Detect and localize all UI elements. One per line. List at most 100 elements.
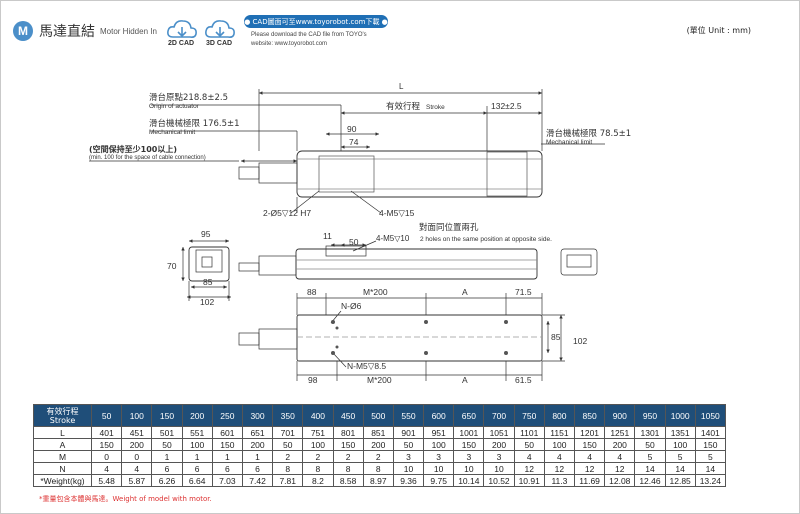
table-cell: 551 — [181, 426, 213, 439]
table-cell: 1351 — [664, 426, 696, 439]
cloud-3d-icon[interactable] — [203, 15, 237, 49]
table-cell: 1 — [241, 450, 274, 463]
table-cell: 5 — [634, 450, 666, 463]
table-cell: 12.85 — [664, 474, 696, 487]
section-title-cn: 馬達直結 — [39, 24, 95, 40]
table-cell: 4 — [604, 450, 636, 463]
table-cell: 801 — [332, 426, 364, 439]
section-badge: M — [13, 21, 33, 41]
cable-space-cn: (空間保持至少100以上) — [89, 144, 177, 154]
table-cell: 1201 — [573, 426, 606, 439]
stroke-cell: 850 — [573, 404, 606, 427]
origin-label-en: Origin of actuator — [149, 103, 200, 110]
stroke-cell: 450 — [332, 404, 364, 427]
table-cell: 401 — [90, 426, 123, 439]
technical-drawing: L 滑台原點218.8±2.5 Origin of actuator 有效行程 … — [89, 82, 631, 385]
table-cell: 14 — [694, 462, 726, 475]
table-cell: 14 — [634, 462, 666, 475]
table-cell: 150 — [211, 438, 243, 451]
table-cell: 6 — [181, 462, 213, 475]
table-cell: 100 — [543, 438, 576, 451]
row-label: L — [33, 426, 92, 439]
stroke-cell: 250 — [211, 404, 243, 427]
table-cell: 50 — [513, 438, 545, 451]
dim-95: 95 — [201, 229, 211, 239]
table-cell: 951 — [423, 426, 455, 439]
dim-71-5: 71.5 — [515, 287, 532, 297]
table-cell: 4 — [513, 450, 545, 463]
stroke-cell: 150 — [151, 404, 183, 427]
dim-m200-bottom: M*200 — [367, 375, 392, 385]
dim-98: 98 — [308, 375, 318, 385]
cloud-3d-label: 3D CAD — [206, 40, 233, 47]
table-header-cn: 有效行程 — [46, 406, 79, 416]
table-cell: 12 — [573, 462, 606, 475]
table-cell: 4 — [573, 450, 606, 463]
stroke-cell: 750 — [513, 404, 545, 427]
table-header-row: 有效行程 Stroke 50 100 150 200 250 300 350 4… — [33, 404, 726, 427]
table-cell: 8 — [362, 462, 394, 475]
table-cell: 8.58 — [332, 474, 364, 487]
table-cell: 13.24 — [694, 474, 726, 487]
table-cell: 4 — [121, 462, 153, 475]
table-cell: 901 — [392, 426, 425, 439]
table-cell: 14 — [664, 462, 696, 475]
table-cell: 10 — [453, 462, 485, 475]
table-cell: 1301 — [634, 426, 666, 439]
stroke-cell: 1000 — [664, 404, 696, 427]
table-cell: 451 — [121, 426, 153, 439]
table-cell: 8 — [272, 462, 304, 475]
dim-61-5: 61.5 — [515, 375, 532, 385]
table-cell: 2 — [272, 450, 304, 463]
stroke-cell: 350 — [272, 404, 304, 427]
table-cell: 1 — [151, 450, 183, 463]
table-cell: 751 — [302, 426, 334, 439]
section-header: M 馬達直結 Motor Hidden In — [13, 13, 157, 49]
hole-4-label: 4-M5▽15 — [379, 208, 415, 218]
cad-download-line-1: Please download the CAD file from TOYO's — [251, 32, 367, 38]
mech-limit-left-cn: 滑台機械極限 176.5±1 — [149, 118, 240, 129]
weight-note: *重量包含本體與馬達。Weight of model with motor. — [39, 495, 212, 503]
stroke-cell: 400 — [302, 404, 334, 427]
dim-74: 74 — [349, 137, 359, 147]
table-cell: 1251 — [604, 426, 636, 439]
table-cell: 1151 — [543, 426, 576, 439]
table-cell: 8.97 — [362, 474, 394, 487]
cad-banner[interactable]: ● CAD圖面可至www.toyorobot.com下載 ● — [244, 15, 388, 28]
stroke-cell: 550 — [392, 404, 425, 427]
table-cell: 9.75 — [423, 474, 455, 487]
table-cell: 12.08 — [604, 474, 636, 487]
dim-132: 132±2.5 — [491, 101, 522, 111]
table-cell: 150 — [453, 438, 485, 451]
table-cell: 10.14 — [453, 474, 485, 487]
table-cell: 200 — [362, 438, 394, 451]
table-cell: 100 — [302, 438, 334, 451]
stroke-cell: 700 — [483, 404, 515, 427]
stroke-cell: 900 — [604, 404, 636, 427]
table-cell: 200 — [241, 438, 274, 451]
table-cell: 150 — [332, 438, 364, 451]
dim-102-right: 102 — [573, 336, 587, 346]
table-cell: 12 — [543, 462, 576, 475]
dim-85-right: 85 — [551, 332, 561, 342]
dim-a-top: A — [462, 287, 468, 297]
dim-70: 70 — [167, 261, 177, 271]
mech-limit-right-en: Mechanical limit — [546, 139, 592, 146]
table-cell: 10.91 — [513, 474, 545, 487]
opposite-holes-spec: 4-M5▽10 — [376, 234, 410, 243]
table-cell: 10 — [392, 462, 425, 475]
cable-space-en: (min. 100 for the space of cable connect… — [89, 155, 206, 161]
table-cell: 3 — [483, 450, 515, 463]
table-cell: 0 — [90, 450, 123, 463]
cloud-2d-icon[interactable] — [165, 15, 199, 49]
table-cell: 1001 — [453, 426, 485, 439]
table-cell: 8.2 — [302, 474, 334, 487]
stroke-cell: 950 — [634, 404, 666, 427]
dim-n-m5: N-M5▽8.5 — [347, 361, 386, 371]
table-cell: 6 — [151, 462, 183, 475]
table-cell: 12.46 — [634, 474, 666, 487]
table-header-stroke: 有效行程 Stroke — [33, 404, 92, 427]
table-cell: 1 — [181, 450, 213, 463]
